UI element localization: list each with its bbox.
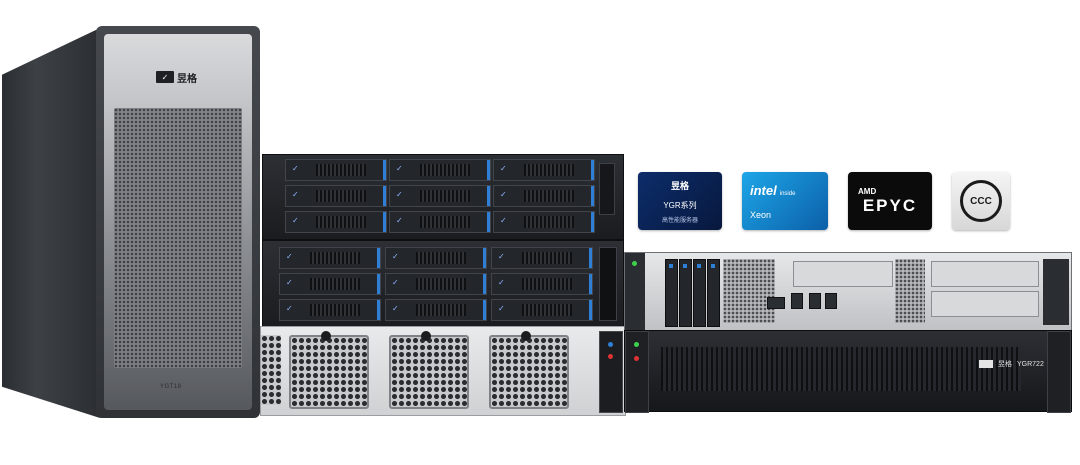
power-led [634, 342, 639, 347]
front-bezel-grill [661, 347, 1021, 391]
amd-epyc-badge: AMD EPYC [848, 172, 932, 230]
tower-server-mesh [114, 108, 242, 368]
ccc-badge-label: CCC [960, 180, 1002, 222]
bay-logo-icon: ✓ [286, 304, 293, 313]
tower-brand-label: 昱格 [177, 73, 197, 85]
server-model-number: YGR722 [1017, 360, 1044, 368]
server-brand-label: 昱格 [998, 361, 1012, 368]
intel-badge-product: Xeon [750, 209, 772, 220]
drive-bay: ✓ [279, 273, 381, 295]
bay-logo-icon: ✓ [292, 164, 299, 173]
bay-logo-icon: ✓ [396, 164, 403, 173]
bay-logo-icon: ✓ [286, 252, 293, 261]
rack-ear [625, 253, 645, 331]
rack-ear [1047, 331, 1071, 413]
bay-logo-icon: ✓ [392, 278, 399, 287]
bay-logo-icon: ✓ [392, 304, 399, 313]
side-vent [261, 335, 281, 405]
rack-server-fan-chassis [260, 326, 626, 416]
drive-bay: ✓ [285, 159, 387, 181]
tower-server-side [2, 28, 100, 418]
bay-logo-icon: ✓ [498, 304, 505, 313]
status-led [634, 356, 639, 361]
drive-bay: ✓ [389, 185, 491, 207]
drive-sled [707, 259, 720, 327]
fan-module [389, 331, 469, 409]
power-led [632, 261, 637, 266]
drive-bay: ✓ [285, 185, 387, 207]
drive-bay: ✓ [279, 247, 381, 269]
ethernet-port [809, 293, 821, 309]
ygr-badge-series: YGR系列 [663, 200, 697, 210]
drive-sled [665, 259, 678, 327]
ygr-series-badge: 昱格 YGR系列 高性能服务器 [638, 172, 722, 230]
rack-server-2u-front: 昱格 YGR722 [624, 330, 1072, 413]
drive-bay: ✓ [385, 247, 487, 269]
drive-bay: ✓ [385, 299, 487, 321]
bay-logo-icon: ✓ [500, 164, 507, 173]
rear-vent [723, 259, 775, 323]
amd-badge-brand: AMD [858, 186, 877, 196]
pcie-slot-cover [931, 291, 1039, 317]
pcie-slot-cover [793, 261, 893, 287]
drive-bay: ✓ [389, 211, 491, 233]
fan-module [289, 331, 369, 409]
rack-ear [625, 331, 649, 413]
bay-logo-icon: ✓ [292, 190, 299, 199]
drive-bay: ✓ [279, 299, 381, 321]
pcie-slot-cover [931, 261, 1039, 287]
server-model-label: 昱格 YGR722 [979, 359, 1044, 369]
drive-bay: ✓ [493, 211, 595, 233]
bay-logo-icon: ✓ [396, 216, 403, 225]
drive-bay: ✓ [491, 273, 593, 295]
bay-logo-icon: ✓ [498, 252, 505, 261]
fan-module [489, 331, 569, 409]
drive-sled [679, 259, 692, 327]
ygr-badge-brand: 昱格 [670, 180, 689, 191]
status-led [608, 342, 613, 347]
control-panel [599, 247, 617, 321]
bay-logo-icon: ✓ [500, 216, 507, 225]
ccc-certification-badge: CCC [952, 172, 1010, 230]
rear-vent [895, 259, 925, 323]
brand-mark-icon [979, 360, 993, 368]
drive-bay: ✓ [493, 185, 595, 207]
control-panel [599, 331, 623, 413]
ygr-badge-tagline: 高性能服务器 [661, 217, 698, 224]
bay-logo-icon: ✓ [498, 278, 505, 287]
drive-bay: ✓ [491, 299, 593, 321]
bay-logo-icon: ✓ [500, 190, 507, 199]
drive-sled [693, 259, 706, 327]
control-panel [599, 163, 615, 215]
usb-port [791, 293, 803, 309]
intel-badge-sub: inside [779, 190, 796, 197]
drive-bay: ✓ [491, 247, 593, 269]
bay-logo-icon: ✓ [392, 252, 399, 261]
drive-bay: ✓ [389, 159, 491, 181]
ethernet-port [825, 293, 837, 309]
tower-brand-logo: ✓ 昱格 [156, 70, 197, 85]
status-led [608, 354, 613, 359]
vga-port [767, 297, 785, 309]
amd-badge-product: EPYC [862, 195, 918, 215]
brand-mark-icon: ✓ [156, 71, 174, 83]
rack-server-2u-rear [624, 252, 1072, 332]
bay-logo-icon: ✓ [396, 190, 403, 199]
rack-server-storage-middle: ✓ ✓ ✓ ✓ ✓ ✓ ✓ ✓ ✓ [262, 240, 624, 328]
bay-logo-icon: ✓ [292, 216, 299, 225]
drive-bay: ✓ [493, 159, 595, 181]
bay-logo-icon: ✓ [286, 278, 293, 287]
psu-module [1043, 259, 1069, 325]
drive-bay: ✓ [385, 273, 487, 295]
drive-bay: ✓ [285, 211, 387, 233]
rack-server-2u-storage: ✓ ✓ ✓ ✓ ✓ ✓ ✓ ✓ ✓ [262, 154, 624, 240]
tower-model-label: YGT18 [160, 384, 182, 390]
intel-badge-brand: intel [750, 182, 777, 198]
